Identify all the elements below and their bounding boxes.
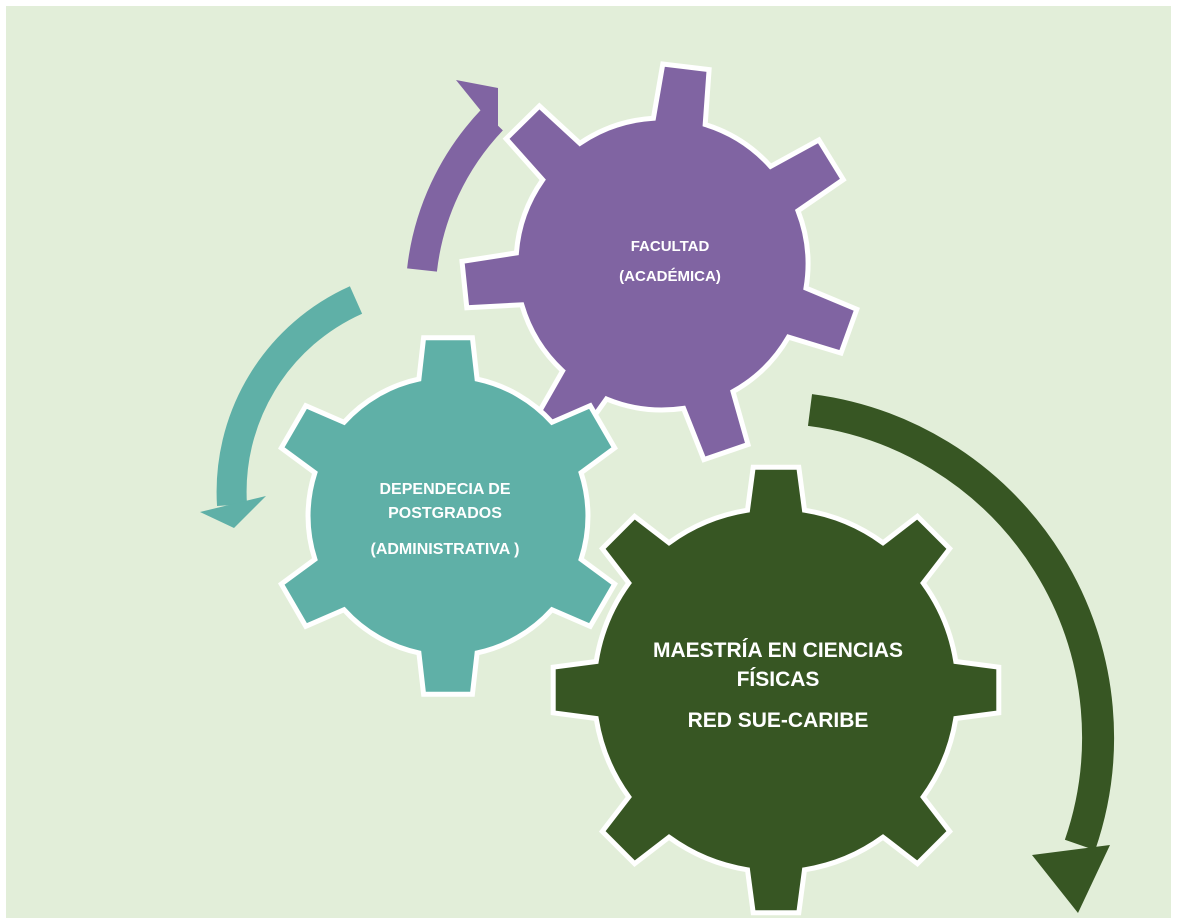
arrow-green-down <box>807 394 1115 913</box>
facultad-title: FACULTAD <box>630 238 710 255</box>
maestria-title-line2: FÍSICAS <box>736 668 820 691</box>
dependencia-title-line1: DEPENDECIA DE <box>379 481 511 498</box>
maestria-label: MAESTRÍA EN CIENCIAS FÍSICAS RED SUE-CAR… <box>628 636 928 735</box>
facultad-label: FACULTAD (ACADÉMICA) <box>560 232 780 292</box>
arrow-teal-down <box>200 286 363 528</box>
gear-dependencia <box>278 335 618 697</box>
dependencia-label: DEPENDECIA DE POSTGRADOS (ADMINISTRATIVA… <box>330 478 560 562</box>
facultad-subtitle: (ACADÉMICA) <box>619 268 721 285</box>
gear-facultad <box>459 61 860 463</box>
dependencia-title-line2: POSTGRADOS <box>388 505 502 522</box>
maestria-subtitle: RED SUE-CARIBE <box>687 709 869 732</box>
gear-maestria <box>550 464 1002 916</box>
maestria-title-line1: MAESTRÍA EN CIENCIAS <box>652 639 904 662</box>
dependencia-subtitle: (ADMINISTRATIVA ) <box>370 541 520 558</box>
arrow-purple-up <box>407 80 504 272</box>
